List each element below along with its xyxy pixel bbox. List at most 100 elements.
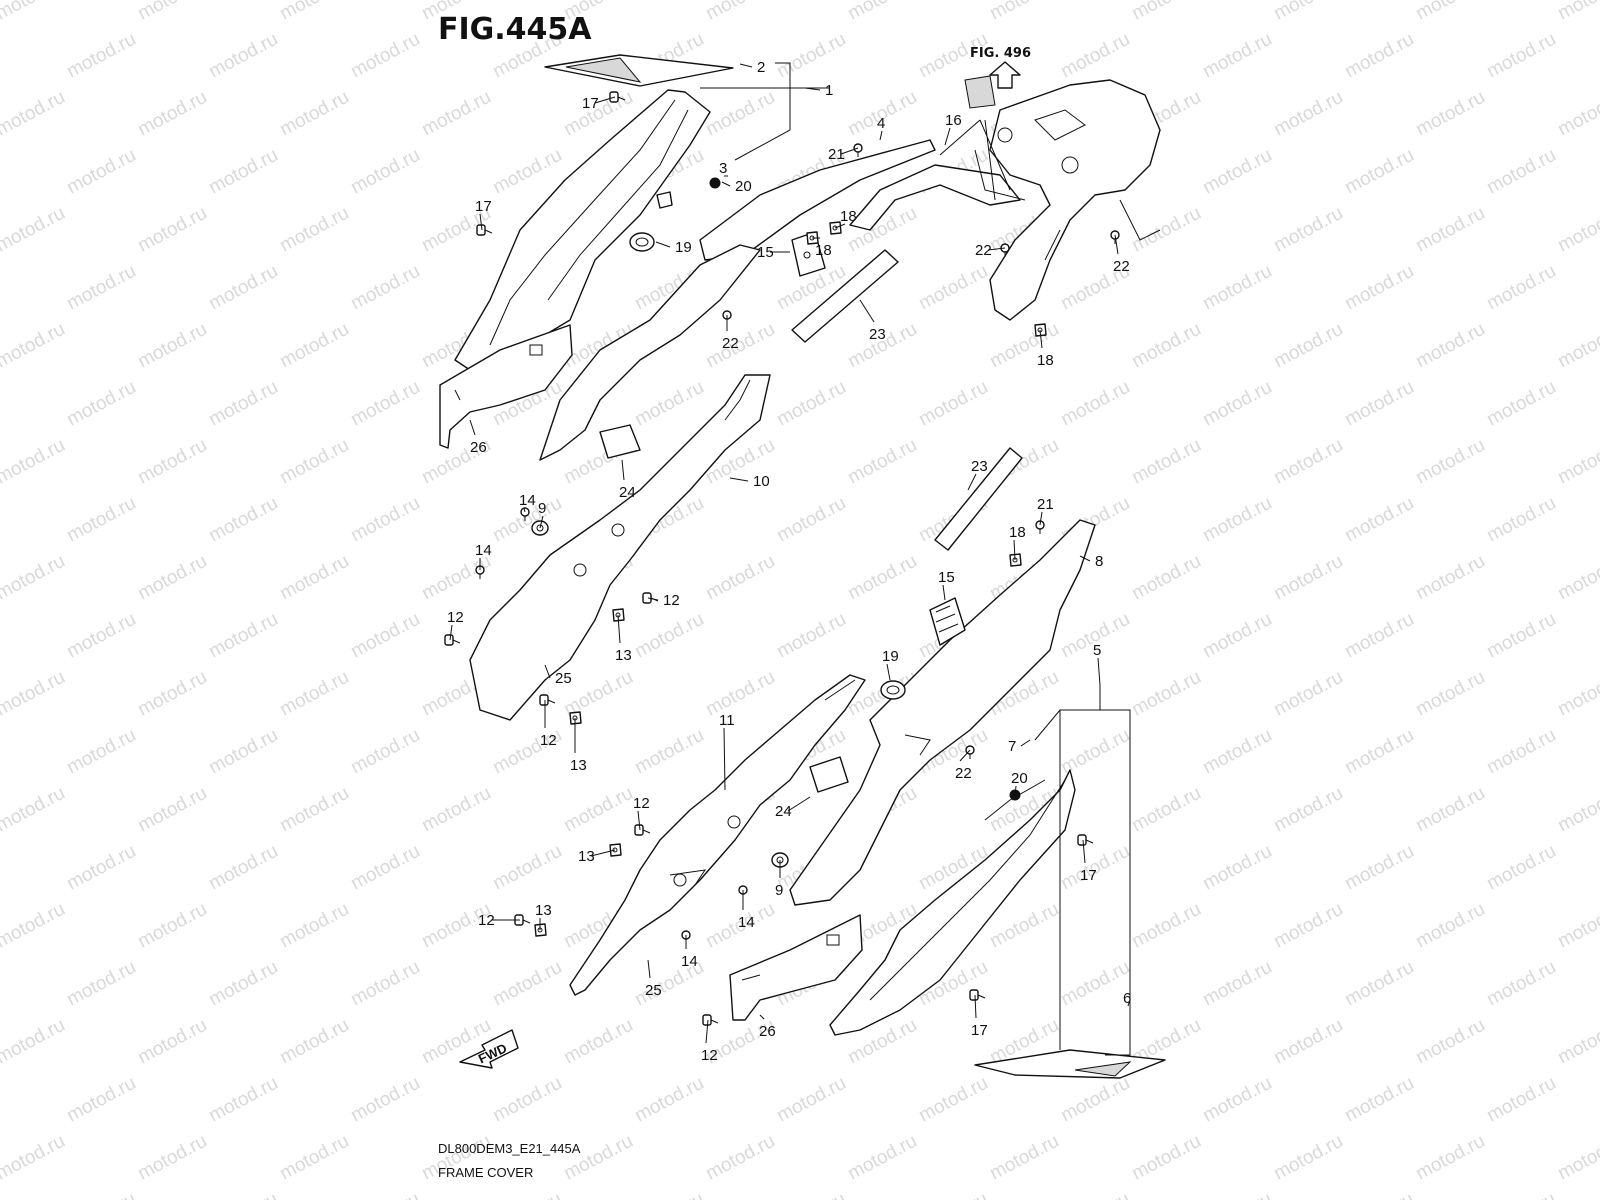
watermark-text: motod.ru	[205, 261, 281, 315]
part-26-bracket-lower	[729, 914, 863, 1021]
watermark-text: motod.ru	[205, 957, 281, 1011]
watermark-text: motod.ru	[844, 0, 920, 24]
watermark-text: motod.ru	[134, 551, 210, 605]
watermark-text: motod.ru	[347, 1189, 423, 1200]
watermark-text: motod.ru	[1554, 0, 1600, 24]
clip-nut-icon	[1009, 553, 1022, 567]
watermark-text: motod.ru	[134, 1131, 210, 1185]
callout-15: 15	[757, 244, 774, 261]
callout-20: 20	[735, 178, 752, 195]
callout-15: 15	[938, 569, 955, 586]
watermark-text: motod.ru	[0, 899, 69, 953]
leader-line	[621, 459, 625, 481]
watermark-text: motod.ru	[1128, 435, 1204, 489]
watermark-text: motod.ru	[418, 783, 494, 837]
watermark-text: motod.ru	[276, 435, 352, 489]
part-10-frame-cover	[539, 244, 761, 461]
watermark-text: motod.ru	[1270, 319, 1346, 373]
leader-lines	[449, 63, 1131, 1044]
lower-assembly	[459, 447, 1166, 1079]
leader-line	[723, 727, 726, 791]
callout-22: 22	[722, 335, 739, 352]
leader-line	[705, 1019, 709, 1044]
callout-13: 13	[570, 757, 587, 774]
callout-12: 12	[447, 609, 464, 626]
watermark-text: motod.ru	[276, 1131, 352, 1185]
bolt-icon	[702, 1014, 719, 1026]
part-19-grommet-lower	[880, 680, 906, 700]
callout-22: 22	[975, 242, 992, 259]
leader-line	[879, 130, 883, 141]
watermark-text: motod.ru	[1341, 261, 1417, 315]
part-23-foam	[791, 249, 899, 343]
watermark-text: motod.ru	[347, 609, 423, 663]
watermark-text: motod.ru	[702, 551, 778, 605]
watermark-text: motod.ru	[489, 1073, 565, 1127]
callout-12: 12	[663, 592, 680, 609]
watermark-text: motod.ru	[1341, 1189, 1417, 1200]
callout-22: 22	[955, 765, 972, 782]
watermark-text: motod.ru	[1412, 1131, 1488, 1185]
hardware-layer	[444, 91, 1120, 1026]
watermark-text: motod.ru	[631, 377, 707, 431]
watermark-text: motod.ru	[489, 841, 565, 895]
watermark-text: motod.ru	[134, 667, 210, 721]
watermark-text: motod.ru	[63, 261, 139, 315]
watermark-text: motod.ru	[1199, 609, 1275, 663]
callout-20: 20	[1011, 770, 1028, 787]
watermark-text: motod.ru	[773, 609, 849, 663]
watermark-text: motod.ru	[134, 0, 210, 24]
callout-14: 14	[738, 914, 755, 931]
watermark-text: motod.ru	[418, 87, 494, 141]
callout-26: 26	[759, 1023, 776, 1040]
leader-line	[544, 664, 551, 679]
watermark-text: motod.ru	[1057, 1189, 1133, 1200]
watermark-text: motod.ru	[0, 87, 69, 141]
callout-25: 25	[555, 670, 572, 687]
watermark-text: motod.ru	[1199, 29, 1275, 83]
watermark-text: motod.ru	[1341, 29, 1417, 83]
callout-12: 12	[478, 912, 495, 929]
watermark-text: motod.ru	[1483, 1189, 1559, 1200]
watermark-text: motod.ru	[134, 87, 210, 141]
leader-line	[944, 127, 951, 146]
watermark-text: motod.ru	[1128, 667, 1204, 721]
watermark-text: motod.ru	[1412, 783, 1488, 837]
watermark-text: motod.ru	[205, 493, 281, 547]
callout-17: 17	[582, 95, 599, 112]
watermark-text: motod.ru	[134, 1015, 210, 1069]
watermark-text: motod.ru	[276, 203, 352, 257]
watermark-text: motod.ru	[1412, 87, 1488, 141]
watermark-text: motod.ru	[915, 1189, 991, 1200]
watermark-text: motod.ru	[0, 1015, 69, 1069]
leader-line	[449, 624, 453, 641]
watermark-text: motod.ru	[1199, 493, 1275, 547]
rear-subframe	[989, 79, 1161, 321]
watermark-text: motod.ru	[1199, 725, 1275, 779]
callout-18: 18	[815, 242, 832, 259]
watermark-text: motod.ru	[1128, 203, 1204, 257]
watermark-text: motod.ru	[1341, 609, 1417, 663]
watermark-text: motod.ru	[1483, 957, 1559, 1011]
leader-line	[787, 796, 811, 812]
watermark-text: motod.ru	[0, 435, 69, 489]
watermark-text: motod.ru	[134, 319, 210, 373]
watermark-text: motod.ru	[347, 725, 423, 779]
figure-title: FIG.445A	[438, 12, 592, 47]
watermark-text: motod.ru	[1554, 1015, 1600, 1069]
watermark-text: motod.ru	[276, 783, 352, 837]
part-23-foam-lower	[934, 447, 1023, 551]
drawing-code: DL800DEM3_E21_445A	[438, 1141, 581, 1156]
callout-19: 19	[882, 648, 899, 665]
watermark-text: motod.ru	[1483, 493, 1559, 547]
part-8-inner-cover	[789, 519, 1096, 906]
watermark-text: motod.ru	[347, 1073, 423, 1127]
watermark-text: motod.ru	[702, 1131, 778, 1185]
watermark-text: motod.ru	[1483, 841, 1559, 895]
watermark-text: motod.ru	[1341, 841, 1417, 895]
watermark-text: motod.ru	[347, 493, 423, 547]
watermark-text: motod.ru	[134, 783, 210, 837]
callout-13: 13	[578, 848, 595, 865]
